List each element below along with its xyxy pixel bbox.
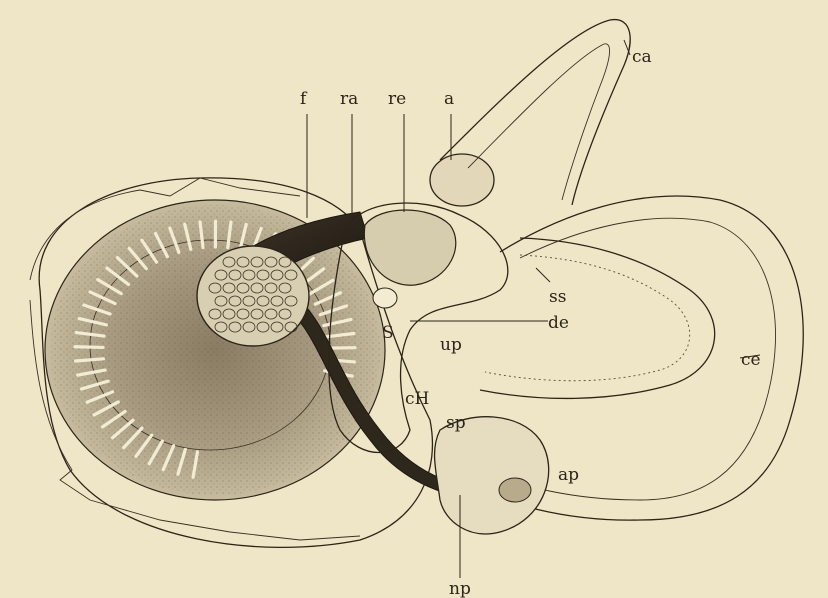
canal-posterior-loop <box>480 238 715 398</box>
macula-np <box>499 478 531 502</box>
leader-ss <box>536 268 550 282</box>
label-re: re <box>388 89 406 109</box>
ampulla-a <box>430 154 494 206</box>
label-np: np <box>449 579 471 598</box>
small-cavity <box>373 288 397 308</box>
label-ce: ce <box>741 350 761 370</box>
label-f: f <box>300 89 308 109</box>
label-ss: ss <box>549 287 566 307</box>
canal-posterior-inner <box>485 255 690 381</box>
label-S: S <box>382 323 394 343</box>
label-ap: ap <box>558 465 579 485</box>
label-ca: ca <box>632 47 652 67</box>
label-ra: ra <box>340 89 358 109</box>
papilla-tooth <box>76 359 104 361</box>
papilla-tooth <box>75 347 103 348</box>
label-up: up <box>440 335 462 355</box>
recessus-ellipticus <box>364 210 455 285</box>
label-a: a <box>444 89 454 109</box>
label-de: de <box>548 313 569 333</box>
sacculus-ap <box>435 417 549 534</box>
label-sp: sp <box>446 413 466 433</box>
label-cH: cH <box>405 389 429 409</box>
